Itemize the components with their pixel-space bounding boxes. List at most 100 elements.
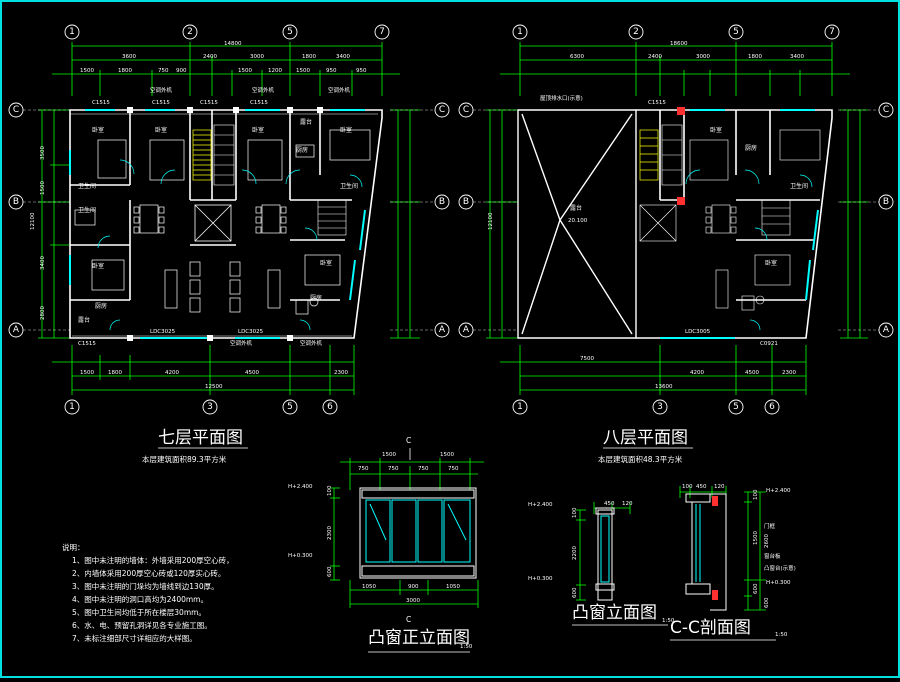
window-label: LDC3025 — [150, 329, 176, 335]
dim-text: 3400 — [40, 256, 46, 270]
room-label: 卫生间 — [340, 182, 358, 190]
dim-text: 750 — [448, 466, 459, 472]
elevation-label: H+2.400 — [288, 484, 313, 490]
dim-text: 450 — [696, 484, 707, 490]
eighth-floor-plan: 1 2 5 7 18600 6300 2400 3000 1800 3400 1… — [458, 24, 894, 464]
axis-bubble: 1 — [512, 399, 528, 415]
dim-text: 1500 — [296, 68, 310, 74]
svg-text:A: A — [883, 325, 890, 335]
axis-bubble: C — [434, 102, 450, 118]
scale-label: 1:50 — [460, 644, 473, 650]
plan8-area-text: 本层建筑面积48.3平方米 — [598, 454, 683, 464]
side-elevation-title: 凸窗立面图 — [572, 603, 657, 623]
scale-label: 1:50 — [662, 618, 675, 624]
plan7-top-axes: 1 2 5 7 — [64, 24, 390, 40]
elevation-label: H+2.400 — [766, 488, 791, 494]
dim-text: 6300 — [570, 54, 584, 60]
room-label: 卧室 — [155, 126, 167, 134]
room-label: 卧室 — [710, 126, 722, 134]
terrace-elevation: 20.100 — [568, 218, 588, 224]
axis-bubble: 1 — [64, 399, 80, 415]
dim-text: 450 — [604, 501, 615, 507]
plan7-top-dimension-lines — [52, 42, 400, 96]
room-label: 卧室 — [252, 126, 264, 134]
axis-bubble: 2 — [182, 24, 198, 40]
svg-text:2: 2 — [633, 27, 639, 37]
dim-text: 2400 — [648, 54, 662, 60]
svg-text:3: 3 — [207, 402, 213, 412]
room-label: 卫生间 — [78, 206, 96, 214]
plan7-columns — [127, 107, 323, 341]
dim-text: 4500 — [745, 370, 759, 376]
cc-section: 100 450 120 100 2600 1500 600 600 H+2.40… — [670, 484, 796, 641]
section-profile — [685, 493, 727, 611]
room-label: 卧室 — [340, 126, 352, 134]
dim-text: 3400 — [790, 54, 804, 60]
plan7-stair-white — [213, 124, 347, 236]
dim-text: 950 — [326, 68, 337, 74]
dim-text: 900 — [176, 68, 187, 74]
dim-text: 600 — [764, 597, 770, 608]
elevation-label: H+0.300 — [288, 553, 313, 559]
dim-text: 3400 — [336, 54, 350, 60]
dim-text: 1500 — [238, 68, 252, 74]
axis-bubble: 5 — [728, 24, 744, 40]
plan7-axis-leaders — [23, 109, 435, 331]
elevation-label: H+0.300 — [528, 576, 553, 582]
axis-bubble: 5 — [282, 399, 298, 415]
window-label: C1515 — [92, 100, 110, 106]
seventh-floor-plan: 1 2 5 7 14800 3600 2400 3000 1800 3400 1… — [8, 24, 450, 464]
dim-text: 2200 — [572, 546, 578, 560]
plan8-title: 八层平面图 — [603, 428, 688, 448]
axis-bubble: 3 — [202, 399, 218, 415]
dim-text: 12100 — [488, 212, 494, 230]
room-label: 卧室 — [92, 262, 104, 270]
plan8-stair — [639, 129, 659, 181]
dim-text: 600 — [327, 566, 333, 577]
dim-text: 600 — [753, 583, 759, 594]
dim-text: 2300 — [327, 526, 333, 540]
dim-text: 1500 — [80, 370, 94, 376]
plan8-axis-leaders — [473, 109, 879, 331]
dim-text: 12100 — [30, 212, 36, 230]
dim-text: 900 — [408, 584, 419, 590]
notes-heading: 说明： — [62, 542, 85, 552]
misc-label: 空调外机 — [230, 339, 253, 347]
front-dimension-lines — [330, 458, 484, 608]
svg-text:C: C — [463, 105, 469, 115]
side-window-frame — [595, 507, 615, 601]
svg-text:B: B — [883, 197, 889, 207]
dim-text: 12500 — [205, 384, 223, 390]
plan7-area-text: 本层建筑面积89.3平方米 — [142, 454, 227, 464]
room-label: 卧室 — [92, 126, 104, 134]
dim-text: 1050 — [362, 584, 376, 590]
dim-text: 2300 — [782, 370, 796, 376]
dim-text: 750 — [418, 466, 429, 472]
axis-bubble: 5 — [282, 24, 298, 40]
dim-text: 1050 — [446, 584, 460, 590]
room-label: 露台 — [300, 118, 312, 126]
dim-text: 4200 — [690, 370, 704, 376]
dim-text: 750 — [388, 466, 399, 472]
design-notes: 说明： 1、图中未注明的墙体：外墙采用200厚空心砖， 2、内墙体采用200厚空… — [62, 542, 234, 643]
dim-text: 1800 — [118, 68, 132, 74]
axis-bubble: 6 — [322, 399, 338, 415]
plan8-door-arcs — [685, 169, 813, 331]
room-label: 卧室 — [765, 259, 777, 267]
window-label: C1515 — [648, 100, 666, 106]
bay-window-side-elevation: 450 120 100 2200 600 H+2.400 H+0.300 凸窗立… — [528, 501, 675, 626]
plan7-stair — [192, 129, 212, 181]
dim-text: 1500 — [382, 452, 396, 458]
dim-text: 1800 — [108, 370, 122, 376]
room-label: 厨房 — [296, 146, 308, 154]
plan7-side-axes: C B A C B A — [8, 102, 450, 338]
svg-text:B: B — [13, 197, 19, 207]
dim-text: 100 — [572, 507, 578, 518]
misc-label: 空调外机 — [150, 86, 173, 94]
section-label: 凸窗台(示意) — [764, 564, 796, 572]
dim-text: 750 — [158, 68, 169, 74]
dim-text: 14800 — [224, 41, 242, 47]
svg-text:1: 1 — [517, 27, 523, 37]
note-item: 1、图中未注明的墙体：外墙采用200厚空心砖， — [72, 555, 234, 565]
